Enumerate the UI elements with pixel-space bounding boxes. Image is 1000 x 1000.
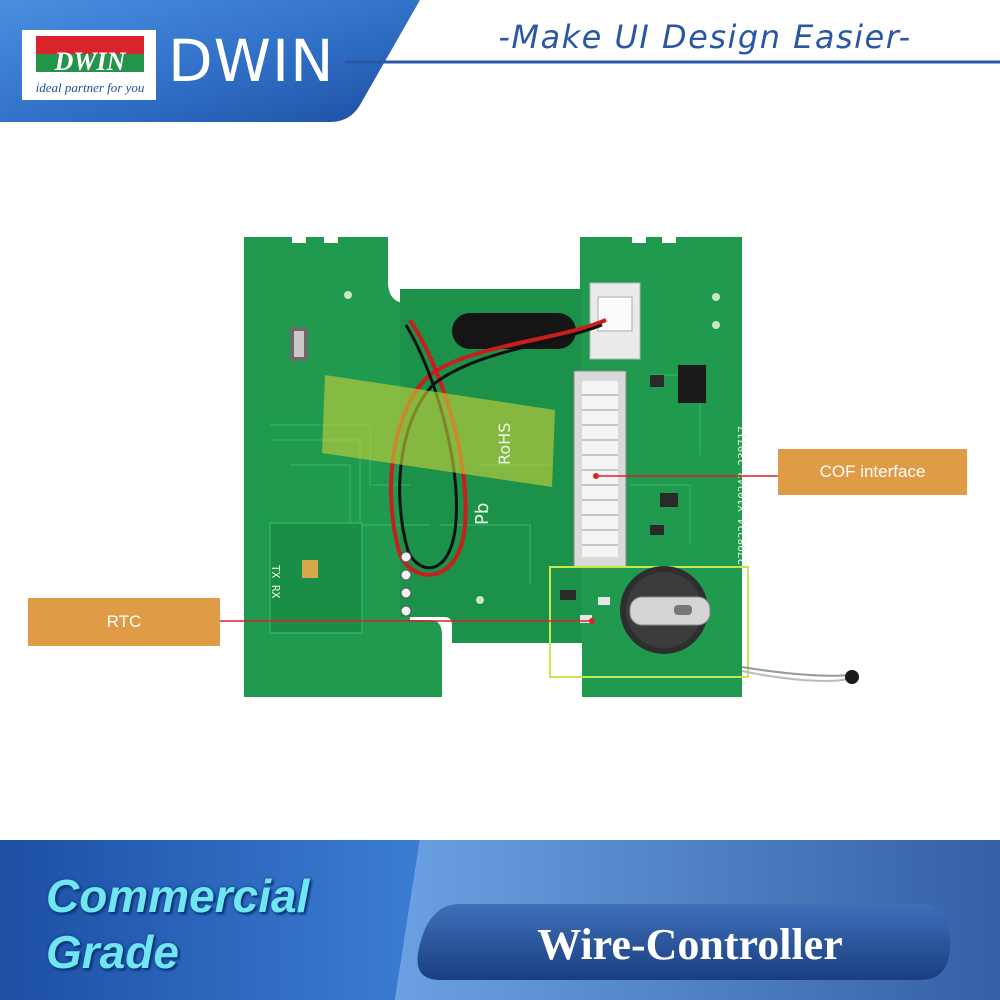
dwin-logo: DWIN ideal partner for you	[22, 30, 156, 100]
grade-line-commercial: Commercial	[46, 870, 310, 922]
rohs-mark: RoHS	[495, 423, 514, 465]
brand-name: DWIN	[168, 27, 335, 95]
cof-interface-callout: COF interface	[778, 449, 967, 495]
pb-mark: Pb	[472, 503, 493, 525]
logo-tagline: ideal partner for you	[36, 80, 145, 95]
grade-label: Commercial Grade	[46, 868, 376, 988]
slogan: -Make UI Design Easier-	[498, 18, 912, 56]
tx-mark: TX	[269, 565, 282, 579]
footer-banner	[0, 840, 1000, 1000]
product-name: Wire-Controller	[537, 919, 843, 969]
rx-mark: RX	[269, 585, 282, 599]
pcb-board-image: Pb RoHS 2798224_Y10243_230717 TX RX	[244, 235, 859, 697]
pcb-code: 2798224_Y10243_230717	[736, 426, 749, 565]
grade-line-grade: Grade	[46, 926, 179, 978]
rtc-callout: RTC	[28, 598, 220, 646]
logo-wordmark: DWIN	[54, 47, 127, 76]
